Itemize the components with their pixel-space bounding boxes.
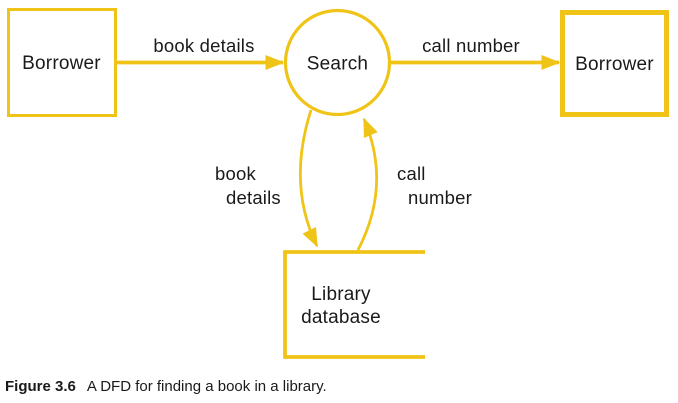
library-database-label-line2: database	[301, 307, 381, 328]
call-number-curve-arrow	[356, 117, 378, 251]
search-process-circle	[283, 8, 392, 117]
book-details-curve-label-line1: book	[215, 163, 256, 184]
search-label: Search	[307, 54, 368, 75]
library-database-label-line1: Library	[311, 284, 371, 305]
book-details-label: book details	[153, 35, 254, 56]
borrower-left-box	[7, 8, 117, 117]
book-details-curve-arrow	[298, 109, 319, 248]
figure-caption-text: A DFD for finding a book in a library.	[86, 378, 327, 395]
book-details-curve-label-line2: details	[226, 187, 281, 208]
call-number-curve-label-line2: number	[408, 187, 472, 208]
call-number-curve-label-line1: call	[397, 163, 426, 184]
borrower-right-box	[560, 10, 669, 117]
borrower-right-label: Borrower	[575, 54, 654, 75]
figure-caption-number: Figure 3.6	[5, 378, 76, 395]
call-number-label: call number	[422, 35, 520, 56]
library-database-store	[283, 250, 425, 359]
figure-caption: Figure 3.6 A DFD for finding a book in a …	[5, 378, 327, 395]
borrower-left-label: Borrower	[22, 53, 101, 74]
